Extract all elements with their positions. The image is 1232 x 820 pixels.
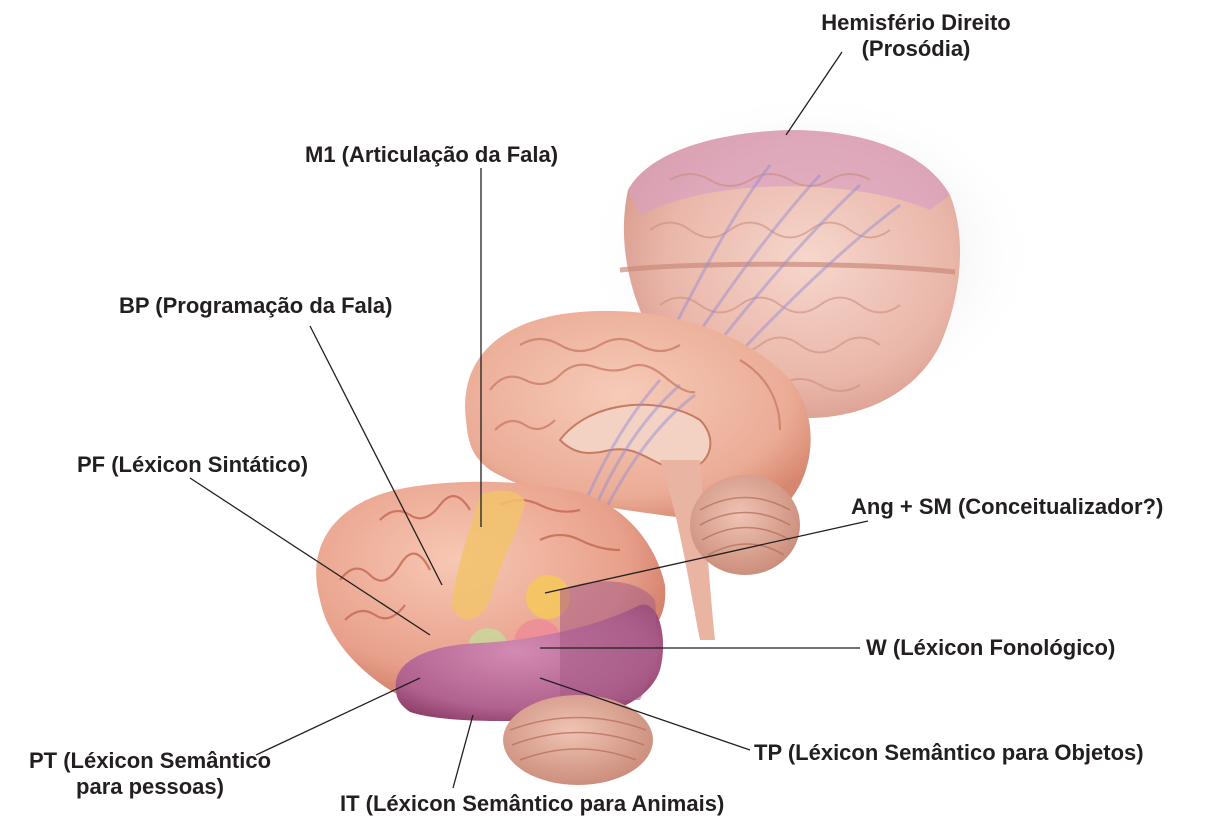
label-right-hemisphere: Hemisfério Direito (Prosódia) [802, 10, 1030, 62]
label-right-hemisphere-line2: (Prosódia) [802, 36, 1030, 62]
label-w: W (Léxicon Fonológico) [866, 635, 1115, 661]
label-pt-line1: PT (Léxicon Semântico [4, 748, 296, 774]
label-pf: PF (Léxicon Sintático) [77, 452, 308, 478]
label-right-hemisphere-line1: Hemisfério Direito [802, 10, 1030, 36]
leader-line-it [453, 715, 473, 788]
label-pt: PT (Léxicon Semântico para pessoas) [4, 748, 296, 800]
label-tp: TP (Léxicon Semântico para Objetos) [754, 740, 1144, 766]
left-hemisphere [316, 482, 665, 785]
leader-line-pt [256, 678, 420, 755]
label-m1: M1 (Articulação da Fala) [305, 142, 558, 168]
label-bp: BP (Programação da Fala) [119, 293, 392, 319]
label-pt-line2: para pessoas) [4, 774, 296, 800]
label-it: IT (Léxicon Semântico para Animais) [340, 791, 724, 817]
label-ang-sm: Ang + SM (Conceitualizador?) [851, 494, 1163, 520]
